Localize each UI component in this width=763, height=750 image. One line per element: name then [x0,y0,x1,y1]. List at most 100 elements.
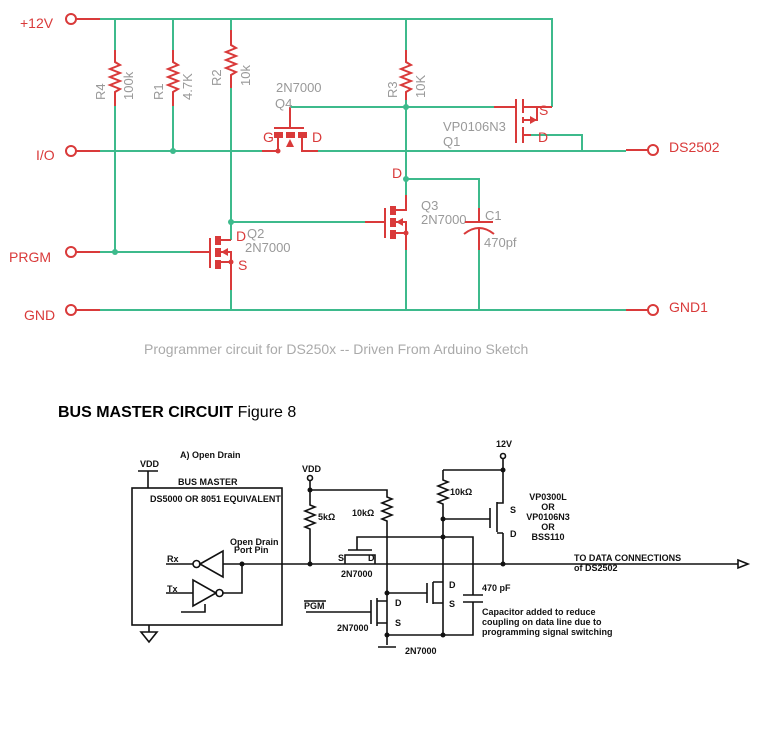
bus-master-figure: BUS MASTER CIRCUIT Figure 8 A) Open Drai… [58,404,751,656]
label: 470pf [484,235,517,250]
label: C1 [485,208,502,223]
label: BSS110 [531,532,564,542]
label: DS5000 OR 8051 EQUIVALENT [150,494,281,504]
schematic-stroke [65,145,77,157]
label: Tx [167,584,178,594]
label: 470 pF [482,583,511,593]
schematic-stroke [494,99,552,143]
label: R1 [151,83,166,100]
schematic-stroke [307,561,313,567]
figure-title: BUS MASTER CIRCUIT Figure 8 [58,404,296,421]
schematic-stroke [215,588,224,598]
schematic-stroke [223,30,239,88]
schematic-stroke [500,561,506,567]
label: coupling on data line due to [482,617,602,627]
schematic-stroke [647,144,659,156]
schematic-caption: Programmer circuit for DS250x -- Driven … [144,341,528,357]
schematic-stroke [306,598,396,648]
label: Capacitor added to reduce [482,607,596,617]
schematic-stroke [390,206,396,215]
label: VDD [140,459,160,469]
schematic-stroke [286,139,294,147]
schematic-stroke [365,195,407,250]
figure-subtitle: A) Open Drain [180,450,241,460]
schematic-stroke [228,259,234,265]
schematic-stroke [65,13,77,25]
schematic-stroke [344,536,483,636]
schematic-stroke [65,246,77,258]
schematic-stroke [302,481,395,645]
label: Q4 [275,96,292,111]
terminal-label: I/O [36,147,55,163]
terminal-label: GND [24,307,55,323]
label: VP0300L [529,492,567,502]
terminal-prgm: PRGM [9,246,100,265]
label: S [449,599,455,609]
label: R4 [93,83,108,100]
transistor-q2: D S Q2 2N7000 [190,226,291,290]
schematic-stroke [390,218,396,227]
schematic-stroke [221,248,228,256]
label: S [395,618,401,628]
schematic-stroke [403,104,409,110]
resistor-r3: R3 10K [385,50,428,100]
schematic-stroke [215,260,221,269]
terminal-label: DS2502 [669,139,720,155]
schematic-stroke [138,470,158,488]
schematic-stroke [112,249,118,255]
label: 10kΩ [450,487,472,497]
schematic-stroke [440,516,446,522]
terminal-gnd1: GND1 [626,299,708,316]
programmer-schematic: +12V I/O PRGM GND DS2502 GND1 R4 100k R1… [9,13,720,357]
resistor-r2: R2 10k [209,30,253,88]
label: Figure 8 [238,404,297,421]
schematic-stroke [406,178,480,310]
terminal-label: PRGM [9,249,51,265]
schematic-stroke [307,487,313,493]
label: Q2 [247,226,264,241]
label: VP0106N3 [526,512,570,522]
label: D [236,228,246,244]
transistor-q4: G D 2N7000 Q4 [262,80,322,154]
transistor-q3: D Q3 2N7000 [365,165,467,250]
label: VDD [302,464,322,474]
label: D [510,529,517,539]
label: S [539,102,548,118]
label: 10k [238,65,253,86]
schematic-stroke [531,134,583,150]
schematic-stroke [384,590,390,596]
wires [100,18,626,311]
label: BUS MASTER CIRCUIT [58,404,233,421]
schematic-stroke [139,549,243,644]
label: Port Pin [234,545,269,555]
label: programming signal switching [482,627,613,637]
label: of DS2502 [574,563,618,573]
label: VP0106N3 [443,119,506,134]
schematic-stroke [242,558,751,570]
schematic-stroke [387,581,443,604]
label: G [263,129,274,145]
schematic-stroke [384,632,390,638]
label: OR [541,522,555,532]
terminal-ds2502: DS2502 [626,139,720,156]
label: 100k [121,71,136,100]
label: PGM [304,601,325,611]
label: S [338,553,344,563]
label: 2N7000 [341,569,373,579]
label: 2N7000 [276,80,322,95]
schematic-stroke [463,208,495,250]
schematic-stroke [500,467,506,473]
label: D [538,129,548,145]
schematic-stroke [390,230,396,239]
label: 2N7000 [405,646,437,656]
label: S [510,505,516,515]
transistor-q1: S D VP0106N3 Q1 [443,99,552,149]
label: R3 [385,81,400,98]
schematic-stroke [396,218,403,226]
label: 2N7000 [337,623,369,633]
label: BUS MASTER [178,477,238,487]
schematic-stroke [190,238,232,290]
schematic-stroke [275,148,281,154]
schematic-stroke [306,474,314,482]
schematic-stroke [440,534,446,540]
